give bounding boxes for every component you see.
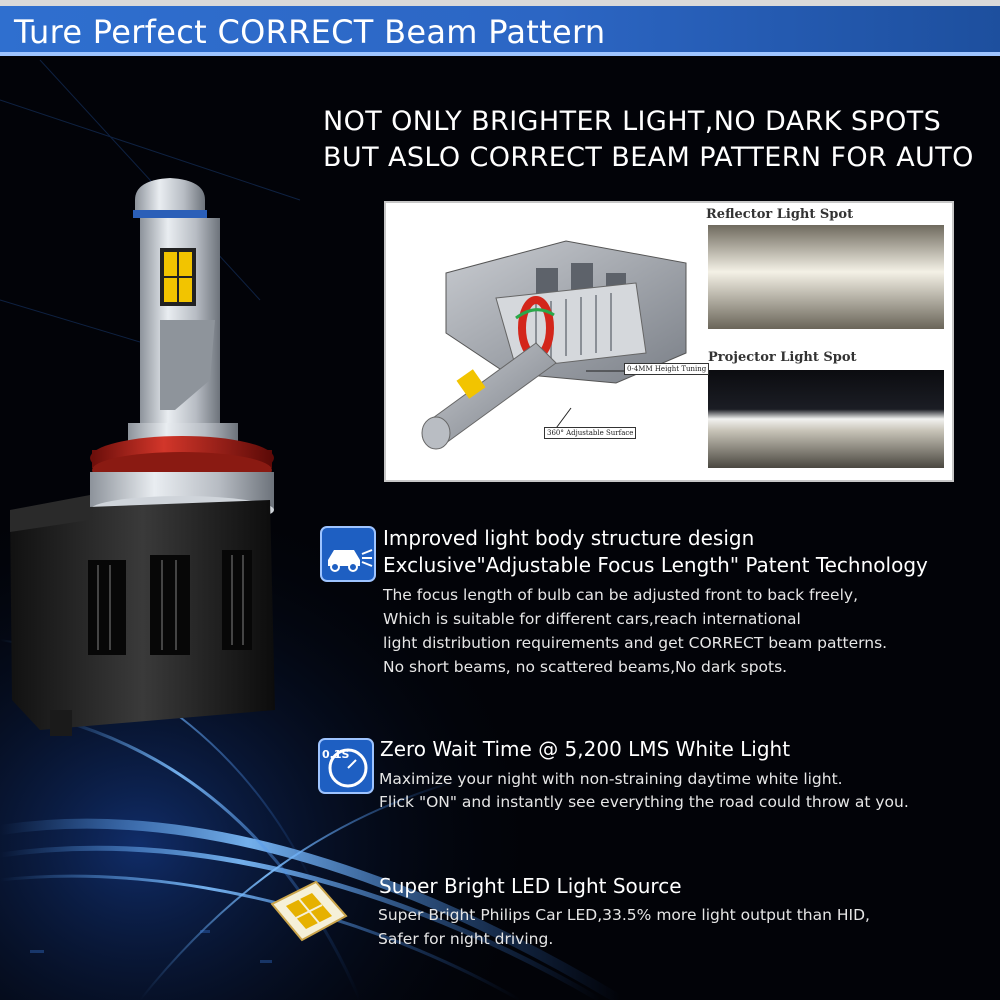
feature-2-title: Zero Wait Time @ 5,200 LMS White Light: [380, 737, 791, 761]
feature-1-title-line-1: Improved light body structure design: [383, 526, 755, 550]
headline-line-2: BUT ASLO CORRECT BEAM PATTERN FOR AUTO: [323, 142, 974, 173]
feature-3-body-line-1: Super Bright Philips Car LED,33.5% more …: [378, 906, 870, 924]
headline-line-1: NOT ONLY BRIGHTER LIGHT,NO DARK SPOTS: [323, 106, 942, 137]
title-banner: Ture Perfect CORRECT Beam Pattern: [0, 6, 1000, 56]
projector-label: Projector Light Spot: [708, 350, 857, 365]
reflector-beam-photo: [708, 225, 944, 329]
top-strip: [0, 0, 1000, 6]
banner-title: Ture Perfect CORRECT Beam Pattern: [14, 13, 606, 51]
feature-1-body-line-1: The focus length of bulb can be adjusted…: [383, 586, 858, 604]
beam-pattern-diagram: Reflector Light Spot Projector Light Spo…: [384, 201, 954, 482]
car-headlight-icon: [320, 526, 376, 582]
stopwatch-icon: 0.1S: [318, 738, 374, 794]
feature-2-body-line-2: Flick "ON" and instantly see everything …: [379, 793, 909, 811]
feature-3-body-line-2: Safer for night driving.: [378, 930, 554, 948]
feature-1-body-line-4: No short beams, no scattered beams,No da…: [383, 658, 788, 676]
stopwatch-icon-text: 0.1S: [322, 748, 349, 761]
bulb-cutaway-illustration: [421, 225, 944, 468]
feature-1-title-line-2: Exclusive"Adjustable Focus Length" Paten…: [383, 553, 928, 577]
led-chip-icon: [270, 880, 348, 942]
feature-3-title: Super Bright LED Light Source: [379, 874, 682, 898]
headline: NOT ONLY BRIGHTER LIGHT,NO DARK SPOTS BU…: [323, 104, 993, 176]
reflector-label: Reflector Light Spot: [706, 207, 854, 222]
feature-1-body-line-3: light distribution requirements and get …: [383, 634, 888, 652]
adjustable-surface-label: 360° Adjustable Surface: [544, 427, 637, 439]
height-tuning-label: 0-4MM Height Tuning: [624, 363, 710, 375]
projector-beam-photo: [708, 370, 944, 468]
feature-1-body-line-2: Which is suitable for different cars,rea…: [383, 610, 801, 628]
feature-2-body-line-1: Maximize your night with non-straining d…: [379, 770, 843, 788]
led-bulb-image: [10, 178, 275, 736]
